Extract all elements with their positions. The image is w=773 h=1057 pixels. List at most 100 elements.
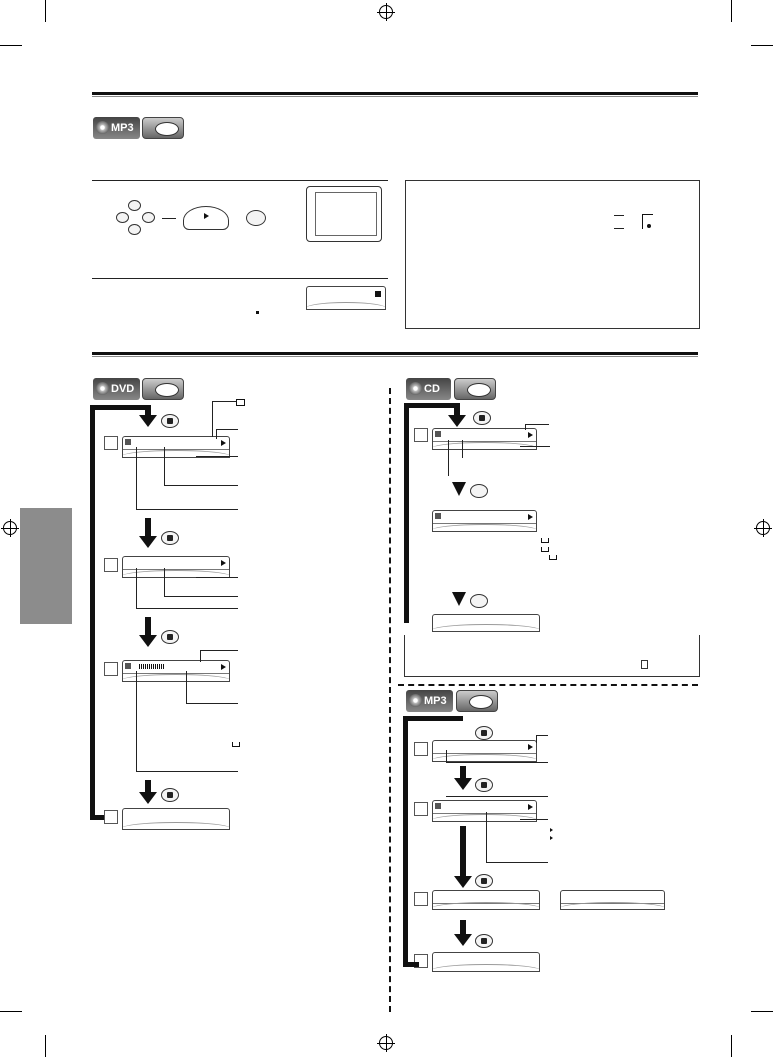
- flow-arrow-head: [454, 876, 472, 888]
- remote-control-icon: [142, 117, 184, 139]
- registration-mark-icon: [754, 519, 772, 537]
- flow-arrow-head: [139, 792, 157, 804]
- flow-line: [90, 815, 104, 820]
- remote-control-icon: [456, 690, 498, 712]
- callout-line: [446, 762, 548, 763]
- callout-line: [216, 429, 238, 430]
- registration-mark-icon: [1, 519, 19, 537]
- right-button[interactable]: [142, 212, 155, 223]
- flow-line: [404, 403, 459, 408]
- screen-edge: [123, 822, 229, 829]
- flow-arrow: [460, 920, 466, 936]
- callout-line: [212, 401, 213, 437]
- callout-line: [196, 456, 238, 457]
- flow-arrow: [145, 518, 151, 538]
- menu-button[interactable]: [246, 210, 266, 226]
- screen-edge: [123, 450, 229, 457]
- disc-label: [435, 803, 442, 809]
- repeat-icon: [549, 555, 557, 560]
- callout-line: [525, 424, 549, 425]
- callout-line: [536, 735, 548, 736]
- screen-edge: [433, 964, 539, 971]
- crop-line: [751, 1011, 773, 1012]
- display-button[interactable]: [475, 934, 493, 948]
- display-button[interactable]: [473, 411, 491, 425]
- play-icon: [550, 828, 553, 832]
- disc-icon: [409, 382, 422, 395]
- up-button[interactable]: [128, 200, 141, 211]
- display-button[interactable]: [475, 778, 493, 792]
- mp3-logo: MP3: [406, 690, 453, 712]
- display-button[interactable]: [161, 531, 179, 545]
- callout-line: [136, 509, 238, 510]
- step-box: [414, 428, 428, 442]
- column-divider: [389, 388, 391, 1012]
- status-bar: [123, 557, 229, 570]
- arrow-line: [162, 218, 176, 219]
- repeat-button[interactable]: [470, 594, 488, 608]
- level-meter: [139, 664, 165, 669]
- dvd-display-screen-4: [122, 808, 230, 830]
- screen-edge: [123, 674, 229, 681]
- left-button[interactable]: [116, 212, 129, 223]
- callout-line: [164, 568, 165, 596]
- display-button[interactable]: [161, 788, 179, 802]
- callout-line: [525, 424, 526, 430]
- dvd-logo: DVD: [93, 378, 140, 400]
- stop-screen: [306, 286, 386, 310]
- flow-arrow: [460, 766, 466, 780]
- callout-line: [462, 440, 463, 458]
- note-mark: [614, 215, 624, 216]
- screen-edge: [433, 442, 536, 449]
- repeat-button[interactable]: [470, 484, 488, 498]
- flow-arrow-head: [139, 415, 157, 427]
- step-box: [414, 802, 428, 816]
- status-bar: [123, 437, 229, 450]
- step-box: [104, 810, 118, 824]
- callout-line: [536, 735, 537, 743]
- disc-label: [125, 663, 132, 669]
- screen-edge: [433, 754, 536, 761]
- mp3-display-screen-4: [432, 952, 540, 972]
- play-icon: [550, 836, 553, 840]
- play-icon: [528, 744, 533, 750]
- screen-edge: [433, 814, 536, 821]
- disc-label: [125, 439, 132, 445]
- crop-line: [0, 45, 22, 46]
- step-box: [104, 558, 118, 572]
- section-rule: [92, 92, 698, 95]
- disc-icon: [96, 382, 109, 395]
- play-icon: [221, 664, 226, 670]
- play-icon: [528, 804, 533, 810]
- display-button[interactable]: [475, 874, 493, 888]
- camera-angle-icon: [236, 399, 245, 406]
- down-button[interactable]: [128, 224, 141, 235]
- callout-line: [446, 750, 447, 762]
- play-icon: [528, 432, 533, 438]
- flow-arrow: [145, 780, 151, 794]
- cd-display-screen-1: [432, 428, 537, 450]
- callout-line: [136, 447, 137, 509]
- flow-line: [90, 405, 95, 820]
- mp3-logo-text: MP3: [111, 122, 134, 134]
- callout-line: [136, 568, 137, 608]
- crop-line: [731, 0, 732, 22]
- callout-line: [196, 577, 238, 578]
- mp3-display-screen-alt: [560, 890, 665, 910]
- callout-line: [136, 608, 238, 609]
- play-button[interactable]: [183, 206, 229, 230]
- flow-line: [404, 403, 409, 623]
- menu-window: [315, 192, 377, 236]
- display-button[interactable]: [475, 726, 493, 740]
- cd-note-panel: [404, 635, 700, 677]
- crop-line: [45, 0, 46, 22]
- stop-icon: [375, 291, 381, 297]
- display-button[interactable]: [161, 414, 179, 428]
- flow-arrow: [145, 617, 151, 637]
- display-button[interactable]: [161, 630, 179, 644]
- section-rule: [92, 356, 698, 357]
- flow-arrow: [460, 826, 466, 878]
- callout-line: [200, 650, 238, 651]
- callout-line: [212, 401, 236, 402]
- dvd-display-screen-2: [122, 556, 230, 578]
